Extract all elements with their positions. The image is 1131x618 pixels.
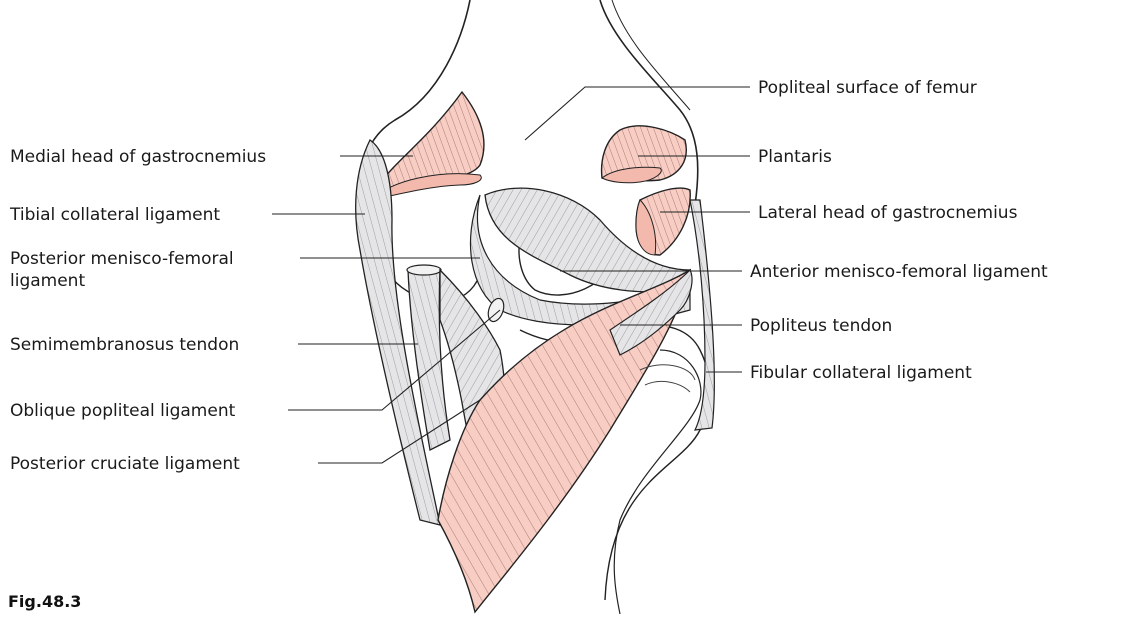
label-posterior-menisco-femoral-ligament: Posterior menisco-femoral ligament xyxy=(10,248,305,292)
label-lateral-head-gastrocnemius: Lateral head of gastrocnemius xyxy=(758,202,1017,224)
label-posterior-cruciate-ligament: Posterior cruciate ligament xyxy=(10,453,240,475)
label-oblique-popliteal-ligament: Oblique popliteal ligament xyxy=(10,400,235,422)
label-semimembranosus-tendon: Semimembranosus tendon xyxy=(10,334,239,356)
fibular-collateral-ligament xyxy=(690,200,714,430)
label-medial-head-gastrocnemius: Medial head of gastrocnemius xyxy=(10,146,266,168)
fibular-head-detail xyxy=(640,365,695,392)
semimembranosus-cut-end xyxy=(407,265,441,275)
figure-caption: Fig.48.3 xyxy=(8,592,81,611)
label-popliteal-surface-femur: Popliteal surface of femur xyxy=(758,77,977,99)
label-tibial-collateral-ligament: Tibial collateral ligament xyxy=(10,204,220,226)
femur-inner-line xyxy=(612,0,690,110)
label-popliteus-tendon: Popliteus tendon xyxy=(750,315,892,337)
label-anterior-menisco-femoral-ligament: Anterior menisco-femoral ligament xyxy=(750,261,1048,283)
label-fibular-collateral-ligament: Fibular collateral ligament xyxy=(750,362,972,384)
label-plantaris: Plantaris xyxy=(758,146,832,168)
